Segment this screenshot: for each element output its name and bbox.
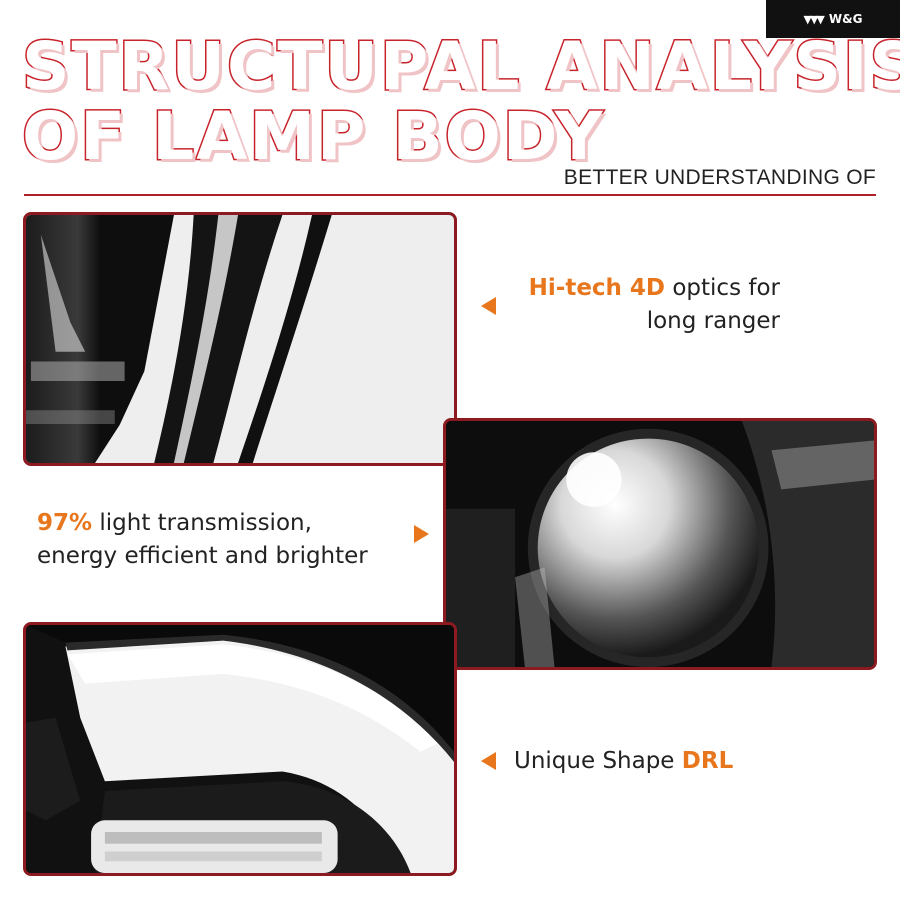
brand-badge: ▼▼▼ W&G [766, 0, 900, 38]
feature-optics-text: optics for [665, 275, 780, 301]
feature-optics-line-1: Hi-tech 4D optics for [529, 272, 780, 305]
feature-transmission-line-1: 97% light transmission, [37, 507, 368, 540]
feature-drl-caption: Unique Shape DRL [514, 745, 733, 778]
feature-optics-caption: Hi-tech 4D optics for long ranger [529, 272, 780, 338]
feature-transmission-text: light transmission, [92, 510, 312, 536]
left-arrow-icon [481, 752, 496, 770]
feature-transmission-caption: 97% light transmission, energy efficient… [37, 507, 368, 573]
lens-detail-photo [23, 212, 457, 466]
feature-transmission-line-2: energy efficient and brighter [37, 543, 368, 569]
title-divider [24, 194, 876, 196]
title-line-1: STRUCTUPAL ANALYSIS [21, 28, 900, 105]
feature-drl-highlight: DRL [681, 748, 734, 774]
feature-optics-highlight: Hi-tech 4D [528, 275, 666, 301]
subtitle: BETTER UNDERSTANDING OF [563, 166, 876, 189]
right-arrow-icon [414, 525, 429, 543]
feature-transmission-highlight: 97% [37, 510, 93, 536]
drl-light-guide-photo [23, 622, 457, 876]
feature-drl-text: Unique Shape [514, 748, 682, 774]
feature-optics-line-2: long ranger [646, 308, 780, 334]
brand-name: W&G [828, 12, 863, 26]
left-arrow-icon [481, 297, 496, 315]
page-title: STRUCTUPAL ANALYSIS OF LAMP BODY [21, 28, 900, 175]
projector-lens-photo [443, 418, 877, 670]
title-line-2: OF LAMP BODY [21, 98, 605, 175]
wg-wings-logo-icon: ▼▼▼ [803, 12, 825, 26]
